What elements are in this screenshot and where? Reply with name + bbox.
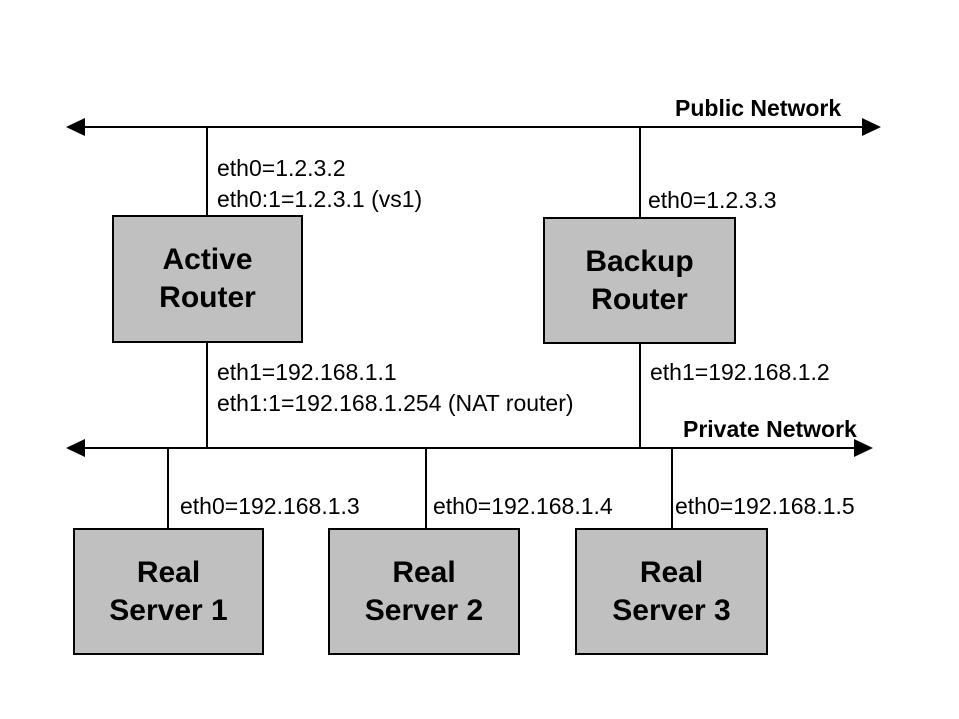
connector-backup-router-private: [639, 344, 641, 448]
real-server-3-interface: eth0=192.168.1.5: [675, 493, 855, 519]
node-label: Server 3: [612, 593, 731, 627]
node-active-router: Active Router: [112, 215, 303, 343]
connector-backup-router-public: [639, 128, 641, 217]
arrowhead-right-icon: [854, 439, 873, 457]
arrowhead-left-icon: [66, 118, 85, 136]
node-real-server-3: Real Server 3: [575, 528, 768, 655]
node-label: Backup: [585, 244, 694, 278]
private-network-label: Private Network: [683, 416, 857, 442]
public-network-label: Public Network: [675, 95, 842, 121]
real-server-1-interface: eth0=192.168.1.3: [180, 493, 360, 519]
node-label: Router: [591, 282, 688, 316]
node-label: Real: [136, 555, 201, 589]
connector-active-router-private: [206, 343, 208, 448]
connector-active-router-public: [206, 128, 208, 215]
node-backup-router: Backup Router: [543, 217, 736, 344]
active-router-public-interfaces: eth0=1.2.3.2 eth0:1=1.2.3.1 (vs1): [217, 153, 422, 215]
active-router-private-interfaces: eth1=192.168.1.1 eth1:1=192.168.1.254 (N…: [217, 357, 574, 419]
node-label: Router: [159, 281, 256, 314]
arrowhead-left-icon: [66, 439, 85, 457]
connector-real-server-3: [671, 449, 673, 528]
node-label: Server 2: [364, 593, 484, 627]
interface-label: eth0=1.2.3.2: [217, 155, 346, 181]
node-real-server-1: Real Server 1: [73, 528, 264, 655]
interface-label: eth1=192.168.1.1: [217, 359, 397, 385]
connector-real-server-2: [425, 449, 427, 528]
node-real-server-2: Real Server 2: [328, 528, 520, 655]
backup-router-public-interface: eth0=1.2.3.3: [648, 187, 777, 213]
public-network-bus-line: [76, 126, 868, 128]
node-label: Real: [639, 555, 704, 589]
backup-router-private-interface: eth1=192.168.1.2: [650, 359, 830, 385]
connector-real-server-1: [167, 449, 169, 528]
interface-label: eth0:1=1.2.3.1 (vs1): [217, 186, 423, 212]
node-label: Server 1: [109, 593, 228, 627]
arrowhead-right-icon: [862, 118, 881, 136]
interface-label: eth1:1=192.168.1.254 (NAT router): [217, 390, 574, 416]
private-network-bus-line: [76, 447, 860, 449]
real-server-2-interface: eth0=192.168.1.4: [433, 493, 613, 519]
node-label: Real: [392, 555, 456, 589]
node-label: Active: [162, 243, 253, 276]
